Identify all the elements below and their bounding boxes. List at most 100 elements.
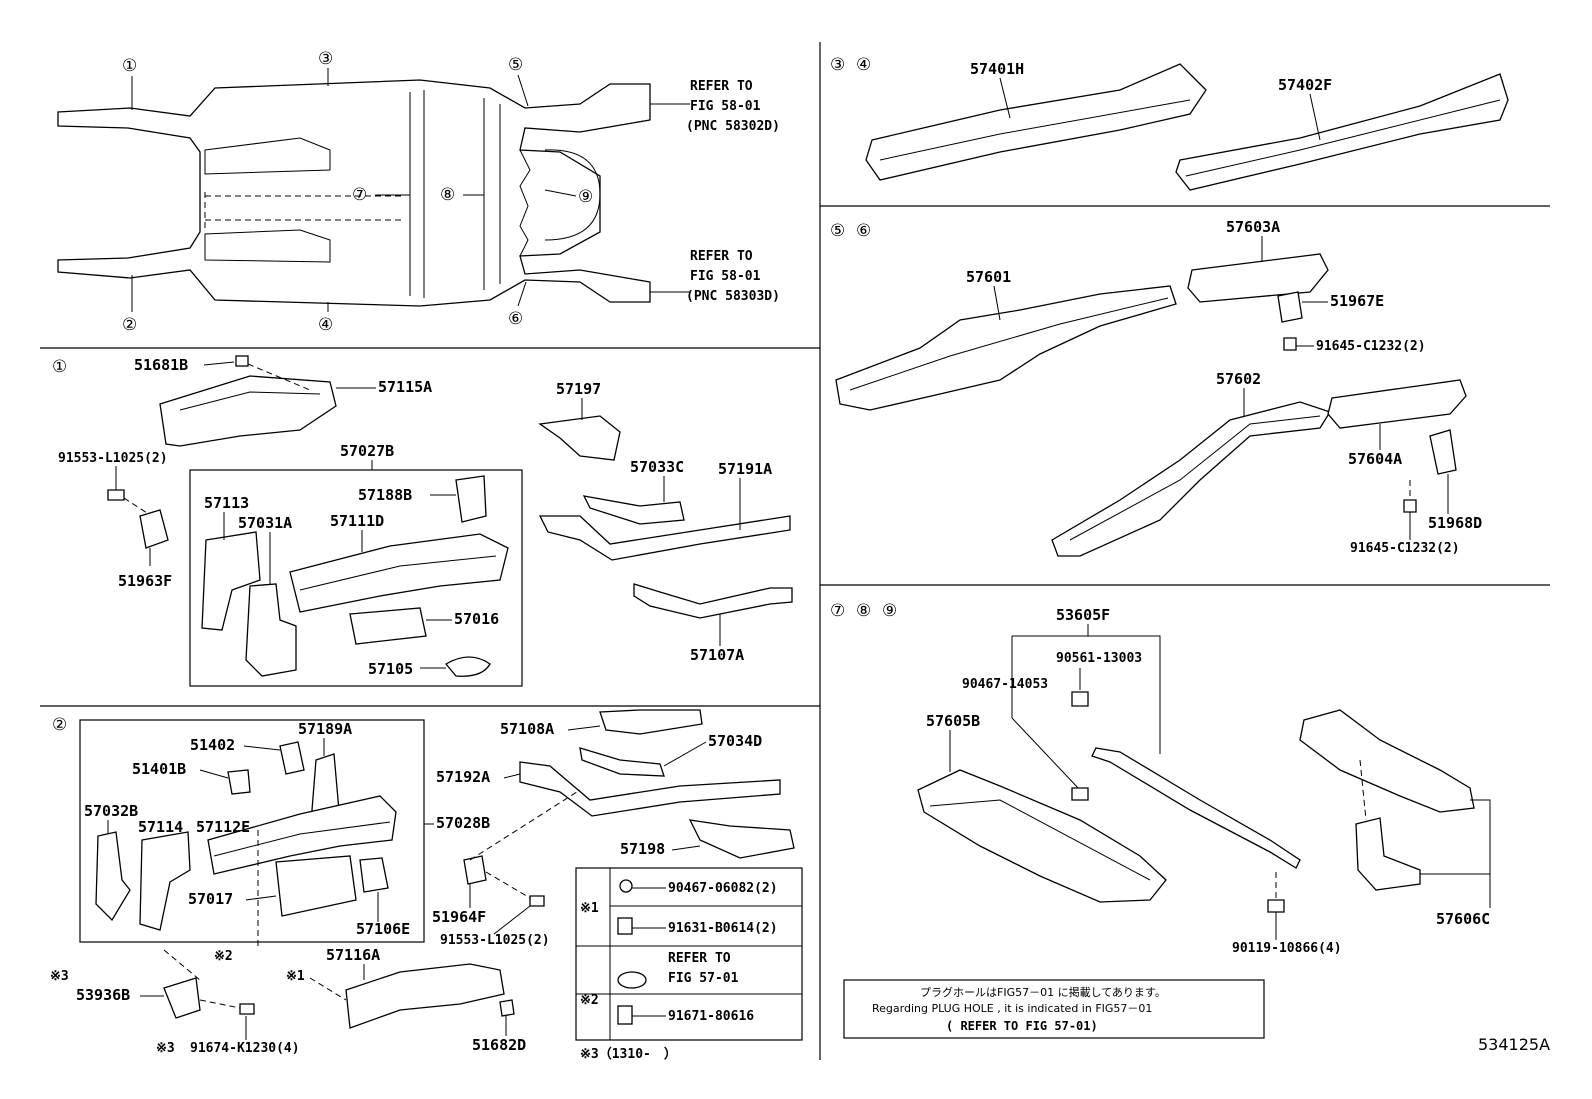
part-57606C-lower [1355,817,1421,891]
part-57602 [1051,401,1331,557]
part-57112E [207,795,397,875]
part-57188B [455,475,487,523]
note-line-1: プラグホールはFIG57－01 に掲載してあります。 [920,985,1166,999]
section-1: ① 51681B 57115A 91553-L1025(2) 51963F 57… [52,355,793,687]
label-51964F: 51964F [432,908,486,926]
part-51967E [1277,291,1303,323]
legend-row-5: 91671-80616 [668,1009,754,1024]
label-57606C: 57606C [1436,910,1490,928]
section-5-6: ⑤ ⑥ 57603A 57601 51967E 91645-C1232(2) 5… [830,218,1482,557]
part-57016 [349,607,427,645]
label-91645-C1232-2: 91645-C1232(2) [1350,541,1460,556]
label-57017: 57017 [188,890,233,908]
label-57113: 57113 [204,494,249,512]
label-57192A: 57192A [436,768,490,786]
callout-3: ③ [318,49,333,69]
label-90467-14053: 90467-14053 [962,677,1048,692]
part-57113 [201,531,261,631]
part-51963F [139,509,169,549]
part-57111D [289,533,509,613]
part-51964F [463,855,487,885]
note-line-2: Regarding PLUG HOLE , it is indicated in… [872,1002,1152,1015]
label-57106E: 57106E [356,920,410,938]
label-57605B: 57605B [926,712,980,730]
part-53936B [163,977,201,1019]
legend-row-3: REFER TO [668,951,731,966]
part-57191A [538,515,791,561]
section-2-header: ② [52,715,67,735]
section-34-header-3: ③ [830,55,845,75]
label-57032B: 57032B [84,802,138,820]
label-53936B: 53936B [76,986,130,1004]
refer-top-1: REFER TO [690,79,753,94]
label-57114: 57114 [138,818,183,836]
label-57191A: 57191A [718,460,772,478]
label-51402: 51402 [190,736,235,754]
mark-x3-91674: ※3 [156,1041,175,1056]
label-57603A: 57603A [1226,218,1280,236]
label-51401B: 51401B [132,760,186,778]
legend-row-4: FIG 57-01 [668,971,739,986]
label-91553-L1025-1: 91553-L1025(2) [58,451,168,466]
callout-9: ⑨ [578,187,593,207]
mark-x3-53936B: ※3 [50,969,69,984]
label-90119-10866: 90119-10866(4) [1232,941,1342,956]
overview-callouts: ① ③ ⑤ ⑦ ⑧ ⑨ ② ④ ⑥ REFER TO FIG 58-01 (PN… [122,49,780,335]
section-34-header-4: ④ [856,55,871,75]
label-57111D: 57111D [330,512,384,530]
part-57114 [139,831,191,931]
plug-hole-note: プラグホールはFIG57－01 に掲載してあります。 Regarding PLU… [843,979,1265,1039]
refer-bottom-3: (PNC 58303D) [686,289,780,304]
part-57032B [95,831,131,922]
section-dividers [40,42,1550,1060]
label-57016: 57016 [454,610,499,628]
callout-8: ⑧ [440,185,455,205]
label-57197: 57197 [556,380,601,398]
label-51968D: 51968D [1428,514,1482,532]
section-56-header-6: ⑥ [856,221,871,241]
part-57401H [865,63,1207,181]
part-brace [1091,747,1301,869]
refer-top-3: (PNC 58302D) [686,119,780,134]
label-57112E: 57112E [196,818,250,836]
part-57108A [599,709,703,735]
label-57602: 57602 [1216,370,1261,388]
label-57033C: 57033C [630,458,684,476]
label-57198: 57198 [620,840,665,858]
label-53605F: 53605F [1056,606,1110,624]
part-57601 [835,285,1177,411]
part-57605B [917,769,1167,903]
section-789-header-7: ⑦ [830,601,845,621]
label-57115A: 57115A [378,378,432,396]
label-51967E: 51967E [1330,292,1384,310]
part-51402 [279,741,305,775]
part-57106E [359,857,389,893]
callout-6: ⑥ [508,309,523,329]
label-57031A: 57031A [238,514,292,532]
part-57033C [582,495,685,525]
note-line-3: ( REFER TO FIG 57-01) [946,1019,1098,1033]
legend-mark-2: ※2 [580,993,599,1008]
legend-row-1: 90467-06082(2) [668,881,778,896]
label-51681B: 51681B [134,356,188,374]
label-51682D: 51682D [472,1036,526,1054]
label-57107A: 57107A [690,646,744,664]
label-57027B: 57027B [340,442,394,460]
fastener-legend: ※1 90467-06082(2) 91631-B0614(2) ※2 REFE… [575,867,803,1062]
callout-2: ② [122,315,137,335]
diagram-code: 534125A [1478,1035,1550,1054]
part-57107A [633,583,793,619]
part-57192A [519,761,781,817]
section-789-header-9: ⑨ [882,601,897,621]
overview-underbody [57,79,651,307]
label-57402F: 57402F [1278,76,1332,94]
part-57115A [159,375,337,447]
callout-4: ④ [318,315,333,335]
legend-mark-1: ※1 [580,901,599,916]
section-56-header-5: ⑤ [830,221,845,241]
part-57606C-upper [1299,709,1475,813]
part-57198 [688,819,795,859]
part-57034D [579,747,665,777]
label-57604A: 57604A [1348,450,1402,468]
part-57197 [538,415,621,461]
